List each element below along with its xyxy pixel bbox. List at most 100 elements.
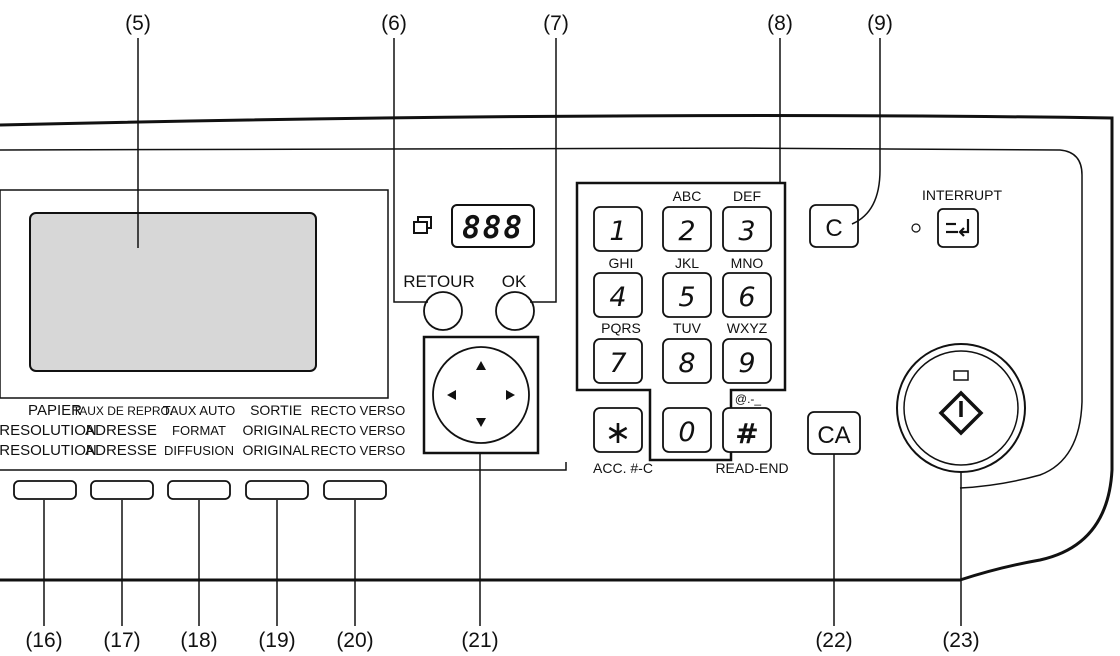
arrow-left-icon[interactable] <box>447 390 456 400</box>
callout-17: (17) <box>103 629 140 652</box>
key-5-letters: JKL <box>675 255 699 271</box>
function-key-1[interactable] <box>13 480 77 500</box>
keypad-frame <box>575 181 787 462</box>
retour-button[interactable] <box>423 291 463 331</box>
svg-text:FORMAT: FORMAT <box>172 423 226 438</box>
svg-text:6: 6 <box>738 282 755 313</box>
svg-text:ORIGINAL: ORIGINAL <box>243 442 310 458</box>
function-key-3[interactable] <box>167 480 231 500</box>
start-indicator <box>953 370 969 381</box>
clear-all-button[interactable]: CA <box>807 411 861 455</box>
key-3-letters: DEF <box>733 188 761 204</box>
clear-button[interactable]: C <box>809 204 859 248</box>
asterisk-icon: ∗ <box>605 413 632 451</box>
interrupt-icon <box>946 219 970 237</box>
callout-6: (6) <box>381 12 407 35</box>
read-end-label: READ-END <box>715 460 788 476</box>
svg-text:C: C <box>825 215 842 242</box>
ok-button[interactable] <box>495 291 535 331</box>
svg-text:ADRESSE: ADRESSE <box>85 442 157 459</box>
copies-icon <box>413 216 432 234</box>
interrupt-indicator <box>911 223 921 233</box>
callout-5: (5) <box>125 12 151 35</box>
svg-text:TAUX DE REPRO.: TAUX DE REPRO. <box>73 404 173 418</box>
acc-label: ACC. #-C <box>593 460 653 476</box>
key-3[interactable]: 3 <box>722 206 772 252</box>
svg-text:ORIGINAL: ORIGINAL <box>243 422 310 438</box>
key-4[interactable]: 4 <box>593 272 643 318</box>
key-2-letters: ABC <box>673 188 702 204</box>
interrupt-label: INTERRUPT <box>922 187 1003 203</box>
callout-19: (19) <box>258 629 295 652</box>
svg-text:SORTIE: SORTIE <box>250 402 302 418</box>
callout-7: (7) <box>543 12 569 35</box>
callout-18: (18) <box>180 629 217 652</box>
svg-text:3: 3 <box>738 216 755 247</box>
key-6[interactable]: 6 <box>722 272 772 318</box>
svg-text:RESOLUTION: RESOLUTION <box>0 422 97 439</box>
function-key-4[interactable] <box>245 480 309 500</box>
svg-text:RECTO VERSO: RECTO VERSO <box>311 423 405 438</box>
key-1[interactable]: 1 <box>593 206 643 252</box>
function-label-col1: PAPIER RESOLUTION RESOLUTION <box>0 402 97 459</box>
key-9[interactable]: 9 <box>722 338 772 384</box>
key-7-letters: PQRS <box>601 320 641 336</box>
function-label-col3: TAUX AUTO FORMAT DIFFUSION <box>163 403 235 458</box>
arrow-right-icon[interactable] <box>506 390 515 400</box>
lcd-display <box>29 212 317 372</box>
interrupt-button[interactable] <box>937 208 979 248</box>
key-asterisk[interactable]: ∗ <box>593 407 643 453</box>
key-7[interactable]: 7 <box>593 338 643 384</box>
svg-text:#: # <box>735 417 758 450</box>
svg-text:TAUX AUTO: TAUX AUTO <box>163 403 235 418</box>
svg-text:RESOLUTION: RESOLUTION <box>0 442 97 459</box>
arrow-up-icon[interactable] <box>476 361 486 370</box>
svg-text:RECTO VERSO: RECTO VERSO <box>311 403 405 418</box>
callout-20: (20) <box>336 629 373 652</box>
key-5[interactable]: 5 <box>662 272 712 318</box>
svg-text:9: 9 <box>738 348 755 379</box>
function-label-col2: TAUX DE REPRO. ADRESSE ADRESSE <box>73 404 173 459</box>
svg-text:DIFFUSION: DIFFUSION <box>164 443 234 458</box>
key-8[interactable]: 8 <box>662 338 712 384</box>
ok-label: OK <box>502 272 527 291</box>
callout-8: (8) <box>767 12 793 35</box>
svg-text:PAPIER: PAPIER <box>28 402 82 419</box>
function-key-2[interactable] <box>90 480 154 500</box>
key-8-letters: TUV <box>673 320 702 336</box>
retour-label: RETOUR <box>403 272 474 291</box>
lcd-bezel <box>0 189 389 399</box>
arrow-pad-frame <box>422 335 540 455</box>
callout-22: (22) <box>815 629 852 652</box>
key-9-letters: WXYZ <box>727 320 768 336</box>
callout-9: (9) <box>867 12 893 35</box>
function-key-5[interactable] <box>323 480 387 500</box>
key-hash[interactable]: # <box>722 407 772 453</box>
start-icon <box>938 390 984 436</box>
key-0[interactable]: 0 <box>662 407 712 453</box>
svg-text:RECTO VERSO: RECTO VERSO <box>311 443 405 458</box>
svg-text:7: 7 <box>609 348 626 379</box>
panel-outer-outline <box>0 114 1114 582</box>
svg-text:ADRESSE: ADRESSE <box>85 422 157 439</box>
key-6-letters: MNO <box>731 255 764 271</box>
function-label-col5: RECTO VERSO RECTO VERSO RECTO VERSO <box>311 403 405 458</box>
copy-counter-display <box>451 204 535 248</box>
svg-text:8: 8 <box>678 348 695 379</box>
callout-21: (21) <box>461 629 498 652</box>
copy-counter-value: 888 <box>462 210 524 246</box>
function-area-outline <box>0 462 567 471</box>
arrow-down-icon[interactable] <box>476 418 486 427</box>
svg-text:4: 4 <box>609 282 626 313</box>
key-2[interactable]: 2 <box>662 206 712 252</box>
arrow-pad[interactable] <box>432 346 530 444</box>
callout-16: (16) <box>25 629 62 652</box>
svg-text:CA: CA <box>817 422 850 449</box>
leader-lines <box>43 38 962 626</box>
svg-text:2: 2 <box>678 216 695 247</box>
hash-symbols: @.-_ <box>735 392 762 406</box>
svg-text:5: 5 <box>678 282 695 313</box>
svg-text:1: 1 <box>609 216 626 247</box>
